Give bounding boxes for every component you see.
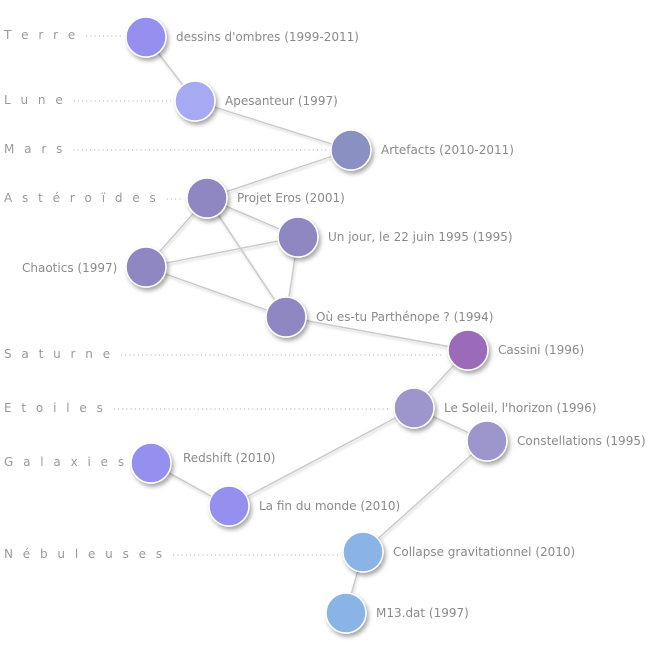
node-redshift[interactable] [130, 442, 172, 484]
edge-constellations-collapse [362, 440, 488, 553]
node-unjour[interactable] [277, 216, 319, 258]
category-label-asteroides: A s t é r o ï d e s [4, 191, 159, 205]
node-label-soleil[interactable]: Le Soleil, l'horizon (1996) [444, 401, 596, 415]
category-label-lune: L u n e [4, 93, 66, 107]
node-label-unjour[interactable]: Un jour, le 22 juin 1995 (1995) [328, 230, 513, 244]
node-label-redshift[interactable]: Redshift (2010) [183, 451, 275, 465]
node-artefacts[interactable] [330, 129, 372, 171]
edge-unjour-chaotics [145, 236, 299, 268]
category-label-nebuleuses: N é b u l e u s e s [4, 547, 165, 561]
node-eros[interactable] [186, 177, 228, 219]
edge-parthenope-cassini [285, 316, 469, 351]
nodes [125, 16, 508, 634]
labels: T e r r e L u n e M a r s A s t é r o ï d e… [3, 28, 646, 620]
node-dessins[interactable] [125, 16, 167, 58]
node-label-parthenope[interactable]: Où es-tu Parthénope ? (1994) [316, 310, 493, 324]
edge-artefacts-eros [206, 149, 352, 199]
node-label-m13[interactable]: M13.dat (1997) [376, 606, 469, 620]
node-label-artefacts[interactable]: Artefacts (2010-2011) [381, 143, 514, 157]
category-label-terre: T e r r e [3, 28, 78, 42]
category-label-saturne: S a t u r n e [4, 347, 113, 361]
node-apesanteur[interactable] [174, 80, 216, 122]
edges [145, 36, 488, 614]
node-soleil[interactable] [393, 387, 435, 429]
node-label-collapse[interactable]: Collapse gravitationnel (2010) [393, 545, 575, 559]
node-label-findumonde[interactable]: La fin du monde (2010) [259, 499, 400, 513]
node-label-constellations[interactable]: Constellations (1995) [517, 434, 646, 448]
category-label-etoiles: E t o i l e s [4, 401, 106, 415]
node-parthenope[interactable] [265, 296, 307, 338]
node-label-dessins[interactable]: dessins d'ombres (1999-2011) [176, 30, 359, 44]
node-label-cassini[interactable]: Cassini (1996) [498, 343, 584, 357]
edge-eros-parthenope [206, 197, 287, 318]
category-label-mars: M a r s [4, 142, 65, 156]
node-label-eros[interactable]: Projet Eros (2001) [237, 191, 345, 205]
node-m13[interactable] [325, 592, 367, 634]
node-collapse[interactable] [342, 531, 384, 573]
edge-apesanteur-artefacts [194, 100, 352, 151]
node-chaotics[interactable] [125, 246, 167, 288]
node-constellations[interactable] [466, 420, 508, 462]
leader-lines [73, 35, 444, 556]
node-findumonde[interactable] [208, 485, 250, 527]
node-label-apesanteur[interactable]: Apesanteur (1997) [225, 94, 338, 108]
node-label-chaotics[interactable]: Chaotics (1997) [22, 261, 117, 275]
edge-soleil-findumonde [228, 407, 415, 507]
edge-chaotics-parthenope [145, 266, 287, 318]
node-cassini[interactable] [447, 329, 489, 371]
category-label-galaxies: G a l a x i e s [4, 455, 127, 469]
